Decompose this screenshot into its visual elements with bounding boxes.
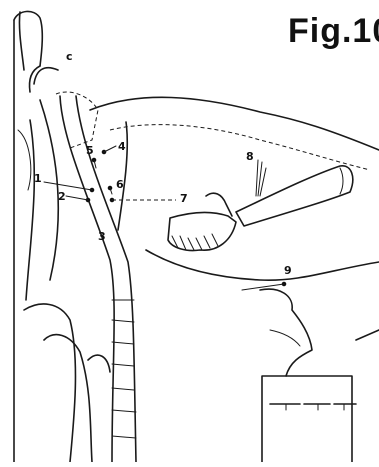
head-outline — [14, 11, 58, 462]
label-7: 7 — [180, 192, 188, 205]
label-4: 4 — [118, 140, 126, 153]
lower-scapula — [146, 250, 379, 462]
arm-bone — [236, 166, 353, 226]
label-c: c — [66, 50, 73, 63]
nerve-points — [44, 146, 286, 290]
scale-bar — [270, 404, 356, 410]
label-3: 3 — [98, 230, 106, 243]
label-9: 9 — [284, 264, 292, 277]
label-8: 8 — [246, 150, 254, 163]
muscle-bands — [18, 100, 110, 462]
figure-title: Fig.10 — [288, 12, 379, 51]
scapula-joint — [168, 193, 236, 250]
label-6: 6 — [116, 178, 124, 191]
shoulder-contour — [56, 92, 379, 230]
label-1: 1 — [34, 172, 42, 185]
label-5: 5 — [86, 144, 94, 157]
label-2: 2 — [58, 190, 66, 203]
figure-labels: c 1 2 3 4 5 6 7 8 9 — [34, 50, 292, 277]
